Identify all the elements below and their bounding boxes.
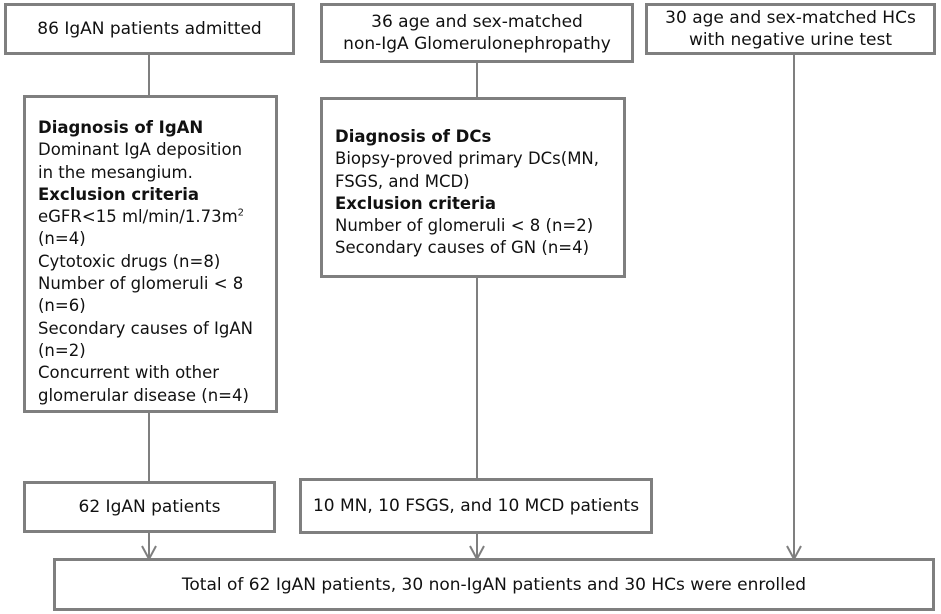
igan-secondary: Secondary causes of IgAN [38,318,253,338]
igan-concurrent-line1: Concurrent with other [38,363,220,383]
igan-secondary-n: (n=2) [38,340,86,360]
dc-glomeruli: Number of glomeruli < 8 (n=2) [335,216,594,236]
igan-result-text: 62 IgAN patients [78,497,221,517]
igan-criteria-box: Diagnosis of IgAN Dominant IgA depositio… [23,95,278,413]
igan-egfr-sup: 2 [237,207,245,219]
igan-concurrent-line2: glomerular disease (n=4) [38,385,249,405]
dc-result-box: 10 MN, 10 FSGS, and 10 MCD patients [299,478,653,534]
dc-diagnosis-line1: Biopsy-proved primary DCs(MN, [335,149,600,169]
igan-egfr-n: (n=4) [38,229,86,249]
igan-diagnosis-line2: in the mesangium. [38,162,193,182]
igan-exclusion-heading: Exclusion criteria [38,184,199,204]
dc-diagnosis-line2: FSGS, and MCD) [335,171,470,191]
igan-egfr-text: eGFR<15 ml/min/1.73m [38,207,238,227]
connector-dc-top [476,62,478,98]
igan-egfr-line: eGFR<15 ml/min/1.73m2 [38,206,275,228]
final-enrolled-box: Total of 62 IgAN patients, 30 non-IgAN p… [53,558,935,611]
igan-result-box: 62 IgAN patients [23,481,276,533]
igan-admitted-box: 86 IgAN patients admitted [4,3,295,55]
non-iga-line2: non-IgA Glomerulonephropathy [343,34,611,54]
hc-line2: with negative urine test [689,30,892,50]
non-iga-line1: 36 age and sex-matched [371,12,583,32]
dc-secondary: Secondary causes of GN (n=4) [335,238,590,258]
igan-cytotoxic: Cytotoxic drugs (n=8) [38,251,221,271]
dc-diagnosis-heading: Diagnosis of DCs [335,127,492,146]
hc-line1: 30 age and sex-matched HCs [665,8,916,28]
igan-diagnosis-heading: Diagnosis of IgAN [38,118,204,137]
igan-admitted-text: 86 IgAN patients admitted [37,19,262,39]
igan-glomeruli-n: (n=6) [38,296,86,316]
non-iga-box: 36 age and sex-matched non-IgA Glomerulo… [320,3,634,63]
connector-igan-mid [148,412,150,482]
dc-result-text: 10 MN, 10 FSGS, and 10 MCD patients [312,496,640,516]
dc-exclusion-heading: Exclusion criteria [335,193,496,213]
dc-criteria-box: Diagnosis of DCs Biopsy-proved primary D… [320,97,626,278]
igan-diagnosis-line1: Dominant IgA deposition [38,140,243,160]
final-enrolled-text: Total of 62 IgAN patients, 30 non-IgAN p… [181,574,807,595]
igan-glomeruli: Number of glomeruli < 8 [38,274,244,294]
connector-igan-top [148,54,150,96]
connector-dc-mid [476,277,478,479]
hc-box: 30 age and sex-matched HCs with negative… [645,3,936,55]
